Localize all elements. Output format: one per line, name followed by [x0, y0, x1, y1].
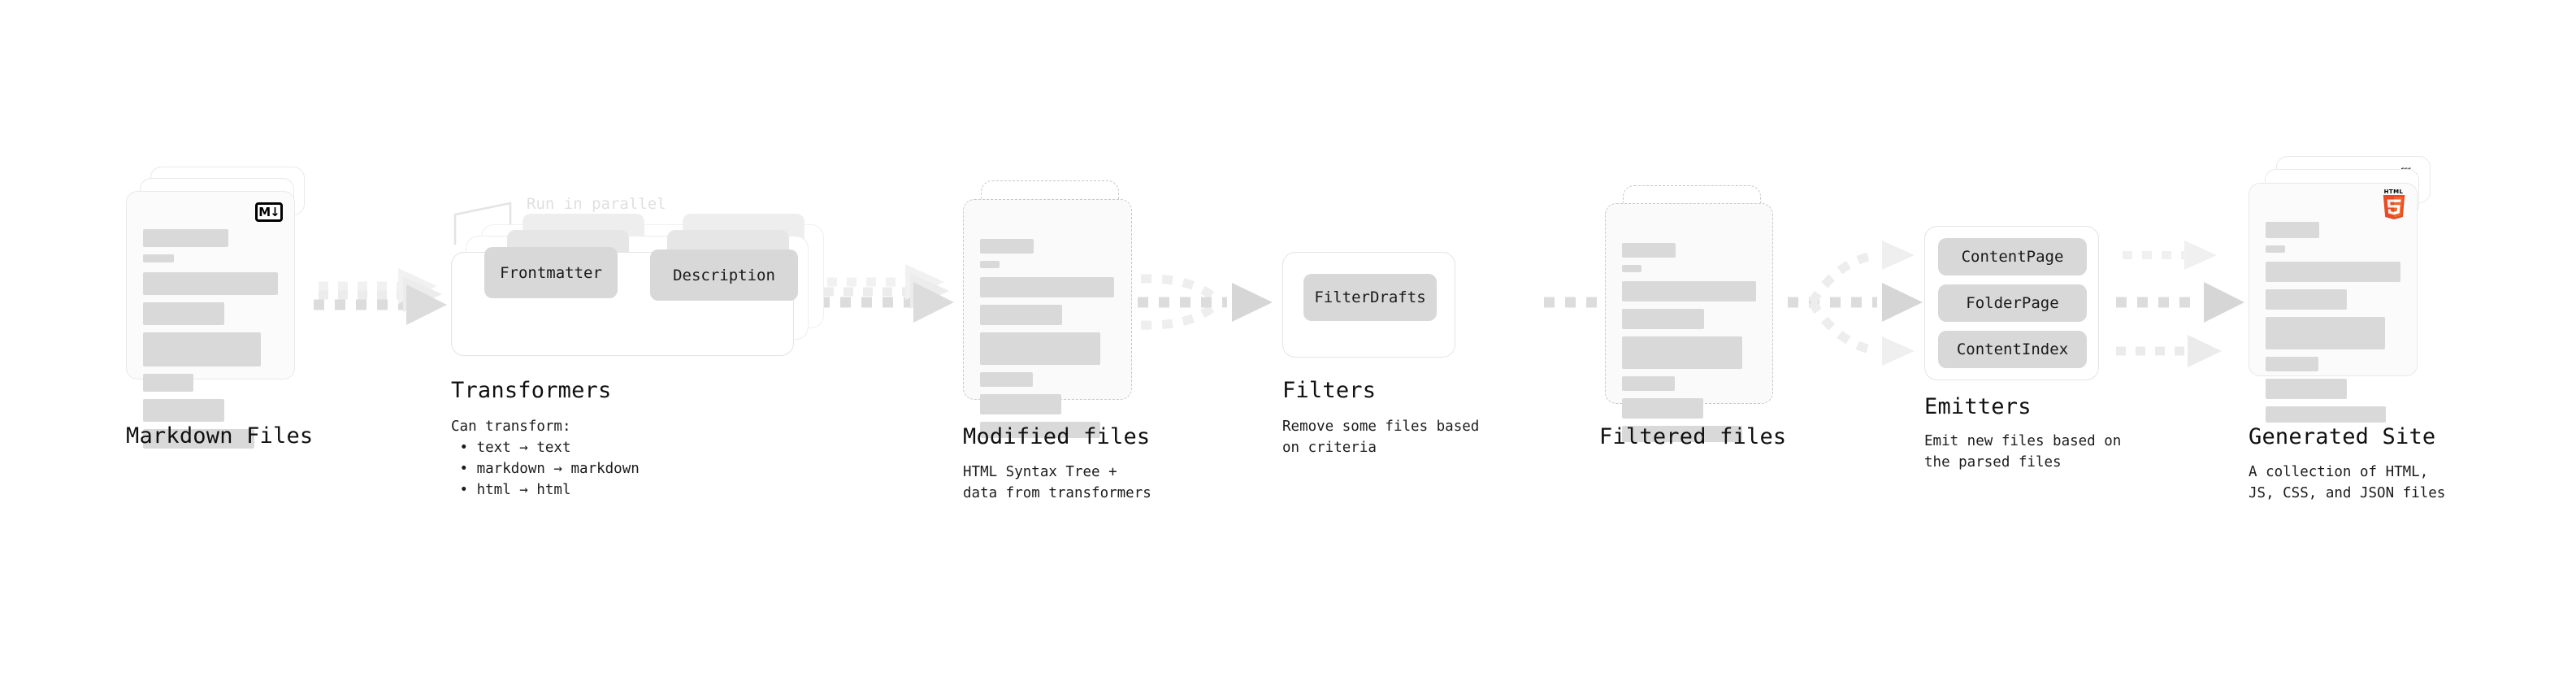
chip-frontmatter[interactable]: Frontmatter	[484, 247, 618, 298]
stage-title-generated-site: Generated Site	[2249, 424, 2436, 449]
doc-bar	[980, 332, 1100, 365]
doc-bar	[1622, 309, 1704, 329]
doc-bar	[2266, 289, 2347, 310]
doc-bar	[980, 394, 1061, 414]
connector-filtered-to-emitters	[1788, 241, 1923, 366]
doc-bar	[980, 239, 1034, 254]
connector-markdown-to-transformers	[314, 268, 447, 325]
transformers-group-front: Frontmatter Description	[451, 247, 798, 356]
stage-caption-emitters: Emit new files based on the parsed files	[1924, 433, 2122, 471]
doc-bar	[1622, 281, 1756, 301]
doc-bar	[143, 272, 278, 295]
doc-bar	[1622, 336, 1742, 369]
chip-filterdrafts-label: FilterDrafts	[1314, 288, 1426, 306]
html5-shield-icon	[2382, 195, 2406, 219]
stage-caption-transformers: Can transform: • text → text • markdown …	[451, 419, 640, 498]
markdown-badge-arrow: ↓	[270, 204, 280, 219]
stage-caption-generated-site: A collection of HTML, JS, CSS, and JSON …	[2249, 464, 2446, 501]
doc-bar	[1622, 265, 1641, 272]
doc-bar	[2266, 357, 2318, 371]
doc-bar	[980, 305, 1062, 325]
doc-bar	[980, 277, 1114, 297]
doc-bar	[1622, 243, 1676, 258]
chip-description-label: Description	[673, 266, 775, 284]
doc-bar	[143, 429, 254, 449]
doc-bar	[143, 254, 174, 262]
doc-bar	[980, 422, 1100, 438]
stage-title-modified-files: Modified files	[963, 424, 1151, 449]
doc-bar	[143, 302, 224, 325]
doc-bar	[2266, 245, 2285, 253]
stage-title-filters: Filters	[1282, 378, 1377, 403]
doc-bar	[143, 332, 261, 367]
chip-frontmatter-label: Frontmatter	[500, 263, 602, 282]
markdown-card-body	[143, 216, 278, 456]
chip-contentpage[interactable]: ContentPage	[1938, 238, 2087, 275]
doc-bar	[143, 229, 228, 247]
modified-card-front	[963, 199, 1132, 438]
doc-bar	[143, 399, 224, 422]
filtered-card-body	[1622, 228, 1756, 449]
doc-bar	[980, 372, 1033, 387]
chip-description[interactable]: Description	[650, 249, 798, 301]
stage-title-filtered-files: Filtered files	[1599, 424, 1787, 449]
stage-title-emitters: Emitters	[1924, 394, 2032, 419]
doc-bar	[980, 261, 1000, 268]
markdown-card-front: M↓	[126, 191, 295, 449]
chip-contentindex[interactable]: ContentIndex	[1938, 331, 2087, 368]
connector-emitters-to-site	[2116, 241, 2244, 367]
doc-bar	[2266, 379, 2347, 399]
stage-title-markdown-files: Markdown Files	[126, 423, 314, 449]
filters-group: FilterDrafts	[1282, 252, 1455, 358]
stage-caption-modified-files: HTML Syntax Tree + data from transformer…	[963, 464, 1151, 501]
doc-bar	[1622, 426, 1742, 442]
stage-caption-filters: Remove some files based on criteria	[1282, 419, 1480, 456]
stage-title-transformers: Transformers	[451, 378, 612, 403]
chip-contentpage-label: ContentPage	[1961, 248, 2064, 266]
chip-folderpage-label: FolderPage	[1966, 294, 2059, 312]
doc-bar	[2266, 262, 2400, 282]
filtered-card-front	[1605, 203, 1773, 442]
html5-badge: HTML	[2380, 189, 2407, 219]
chip-filterdrafts[interactable]: FilterDrafts	[1303, 274, 1437, 321]
modified-card-body	[980, 224, 1115, 445]
emitters-group: ContentPage FolderPage ContentIndex	[1924, 226, 2099, 380]
site-card-front: HTML	[2249, 183, 2418, 423]
run-in-parallel-label: Run in parallel	[527, 195, 666, 213]
site-card-body	[2266, 208, 2400, 430]
chip-contentindex-label: ContentIndex	[1956, 340, 2069, 358]
doc-bar	[1622, 376, 1675, 391]
doc-bar	[2266, 222, 2319, 238]
html5-badge-label: HTML	[2383, 189, 2404, 195]
connector-transformers-to-modified	[819, 264, 954, 323]
doc-bar	[2266, 317, 2385, 349]
chip-folderpage[interactable]: FolderPage	[1938, 284, 2087, 322]
markdown-badge: M↓	[255, 202, 283, 222]
connector-modified-to-filters	[1138, 274, 1273, 330]
markdown-badge-label: M	[258, 204, 271, 219]
doc-bar	[1622, 398, 1703, 419]
doc-bar	[2266, 406, 2386, 423]
doc-bar	[143, 374, 193, 392]
